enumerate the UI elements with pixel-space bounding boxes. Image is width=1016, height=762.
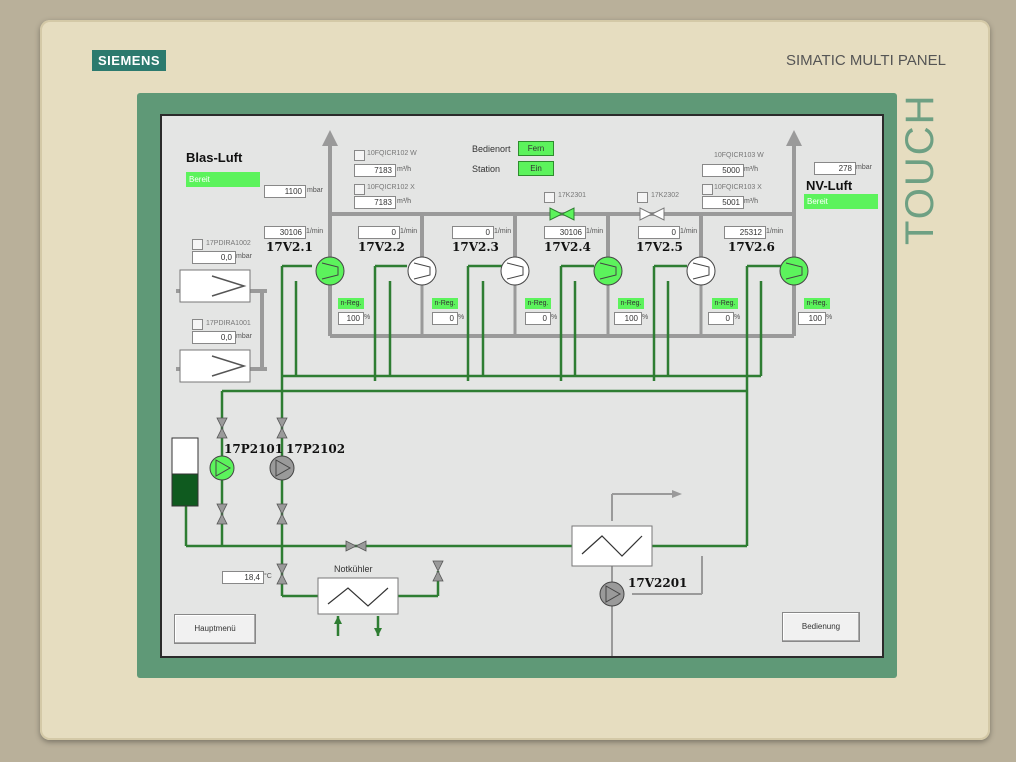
compressor-2-speed-unit: 1/min	[400, 228, 418, 235]
compressor-3-speed-unit: 1/min	[494, 228, 512, 235]
compressor-4-nreg: 100	[614, 312, 642, 325]
valve-17k2302-checkbox[interactable]	[637, 192, 648, 203]
compressor-6-nreg-label: n-Reg.	[804, 298, 830, 309]
compressor-6-nreg: 100	[798, 312, 826, 325]
compressor-6-nreg-unit: %	[826, 314, 833, 321]
filter-1-checkbox[interactable]	[192, 239, 203, 250]
flow-right-tag-1: 10FQICR103 W	[714, 152, 764, 159]
compressor-5-nreg-unit: %	[734, 314, 741, 321]
compressor-1-speed: 30106	[264, 226, 306, 239]
filter-2-unit: mbar	[236, 333, 252, 340]
flow-right-tag-2: 10FQICR103 X	[714, 184, 762, 191]
compressor-4-nreg-label: n-Reg.	[618, 298, 644, 309]
pump-17p2101-label: 17P2101	[224, 442, 284, 456]
flow-right-value-1: 5000	[702, 164, 744, 177]
compressor-2-nreg-unit: %	[458, 314, 465, 321]
flow-right-checkbox-2[interactable]	[702, 184, 713, 195]
compressor-1-nreg: 100	[338, 312, 364, 325]
compressor-3-nreg: 0	[525, 312, 551, 325]
compressor-2-speed: 0	[358, 226, 400, 239]
filter-2-value: 0,0	[192, 331, 236, 344]
compressor-2-nreg: 0	[432, 312, 458, 325]
nv-luft-pressure: 278	[814, 162, 856, 175]
valve-17k2301-checkbox[interactable]	[544, 192, 555, 203]
compressor-1-name: 17V2.1	[266, 240, 313, 254]
pump-17v2201-label: 17V2201	[628, 576, 688, 590]
compressor-6-name: 17V2.6	[728, 240, 775, 254]
bedienort-toggle[interactable]: Fern	[518, 141, 554, 156]
filter-1-value: 0,0	[192, 251, 236, 264]
flow-left-value-1: 7183	[354, 164, 396, 177]
hmi-screen: Blas-Luft Bereit 1100 mbar NV-Luft Berei…	[160, 114, 884, 658]
compressor-3-name: 17V2.3	[452, 240, 499, 254]
temperature-value: 18,4	[222, 571, 264, 584]
compressor-5-speed: 0	[638, 226, 680, 239]
filter-2-tag: 17PDIRA1001	[206, 320, 251, 327]
compressor-5-speed-unit: 1/min	[680, 228, 698, 235]
pump-17p2102-label: 17P2102	[286, 442, 346, 456]
touch-label: TOUCH	[898, 93, 942, 245]
compressor-3-nreg-unit: %	[551, 314, 558, 321]
compressor-6-speed: 25312	[724, 226, 766, 239]
compressor-1-nreg-label: n-Reg.	[338, 298, 364, 309]
compressor-2-nreg-label: n-Reg.	[432, 298, 458, 309]
nv-luft-title: NV-Luft	[806, 178, 853, 193]
compressor-4-name: 17V2.4	[544, 240, 591, 254]
flow-left-tag-2: 10FQICR102 X	[367, 184, 415, 191]
flow-left-checkbox-2[interactable]	[354, 184, 365, 195]
compressor-4-speed: 30106	[544, 226, 586, 239]
process-diagram	[171, 130, 809, 656]
panel-model-label: SIMATIC MULTI PANEL	[785, 52, 946, 69]
blas-luft-pressure: 1100	[264, 185, 306, 198]
flow-left-unit-2: m³/h	[397, 198, 411, 205]
siemens-logo: SIEMENS	[92, 50, 167, 71]
filter-1-tag: 17PDIRA1002	[206, 240, 251, 247]
compressor-5-name: 17V2.5	[636, 240, 683, 254]
main-menu-button[interactable]: Hauptmenü	[174, 614, 256, 644]
compressor-5-nreg: 0	[708, 312, 734, 325]
blas-luft-pressure-unit: mbar	[307, 187, 323, 194]
flow-left-value-2: 7183	[354, 196, 396, 209]
compressor-2-name: 17V2.2	[358, 240, 405, 254]
compressor-3-nreg-label: n-Reg.	[525, 298, 551, 309]
compressor-1-nreg-unit: %	[364, 314, 371, 321]
nv-luft-status: Bereit	[804, 194, 878, 209]
flow-left-unit-1: m³/h	[397, 166, 411, 173]
flow-right-unit-1: m³/h	[744, 166, 758, 173]
temperature-unit: °C	[264, 573, 272, 580]
nv-luft-pressure-unit: mbar	[856, 164, 872, 171]
flow-left-checkbox-1[interactable]	[354, 150, 365, 161]
station-label: Station	[472, 164, 501, 174]
operation-button[interactable]: Bedienung	[782, 612, 860, 642]
compressor-5-nreg-label: n-Reg.	[712, 298, 738, 309]
flow-left-tag-1: 10FQICR102 W	[367, 150, 417, 157]
compressor-4-speed-unit: 1/min	[586, 228, 604, 235]
bedienort-label: Bedienort	[472, 144, 511, 154]
blas-luft-status: Bereit	[186, 172, 260, 187]
flow-right-value-2: 5001	[702, 196, 744, 209]
compressor-4-nreg-unit: %	[642, 314, 649, 321]
flow-right-unit-2: m³/h	[744, 198, 758, 205]
blas-luft-title: Blas-Luft	[186, 150, 243, 165]
valve-17k2302-tag: 17K2302	[651, 192, 680, 199]
station-toggle[interactable]: Ein	[518, 161, 554, 176]
compressor-1-speed-unit: 1/min	[306, 228, 324, 235]
notkuehler-label: Notkühler	[334, 564, 373, 574]
valve-17k2301-tag: 17K2301	[558, 192, 587, 199]
filter-1-unit: mbar	[236, 253, 252, 260]
compressor-3-speed: 0	[452, 226, 494, 239]
filter-2-checkbox[interactable]	[192, 319, 203, 330]
compressor-6-speed-unit: 1/min	[766, 228, 784, 235]
